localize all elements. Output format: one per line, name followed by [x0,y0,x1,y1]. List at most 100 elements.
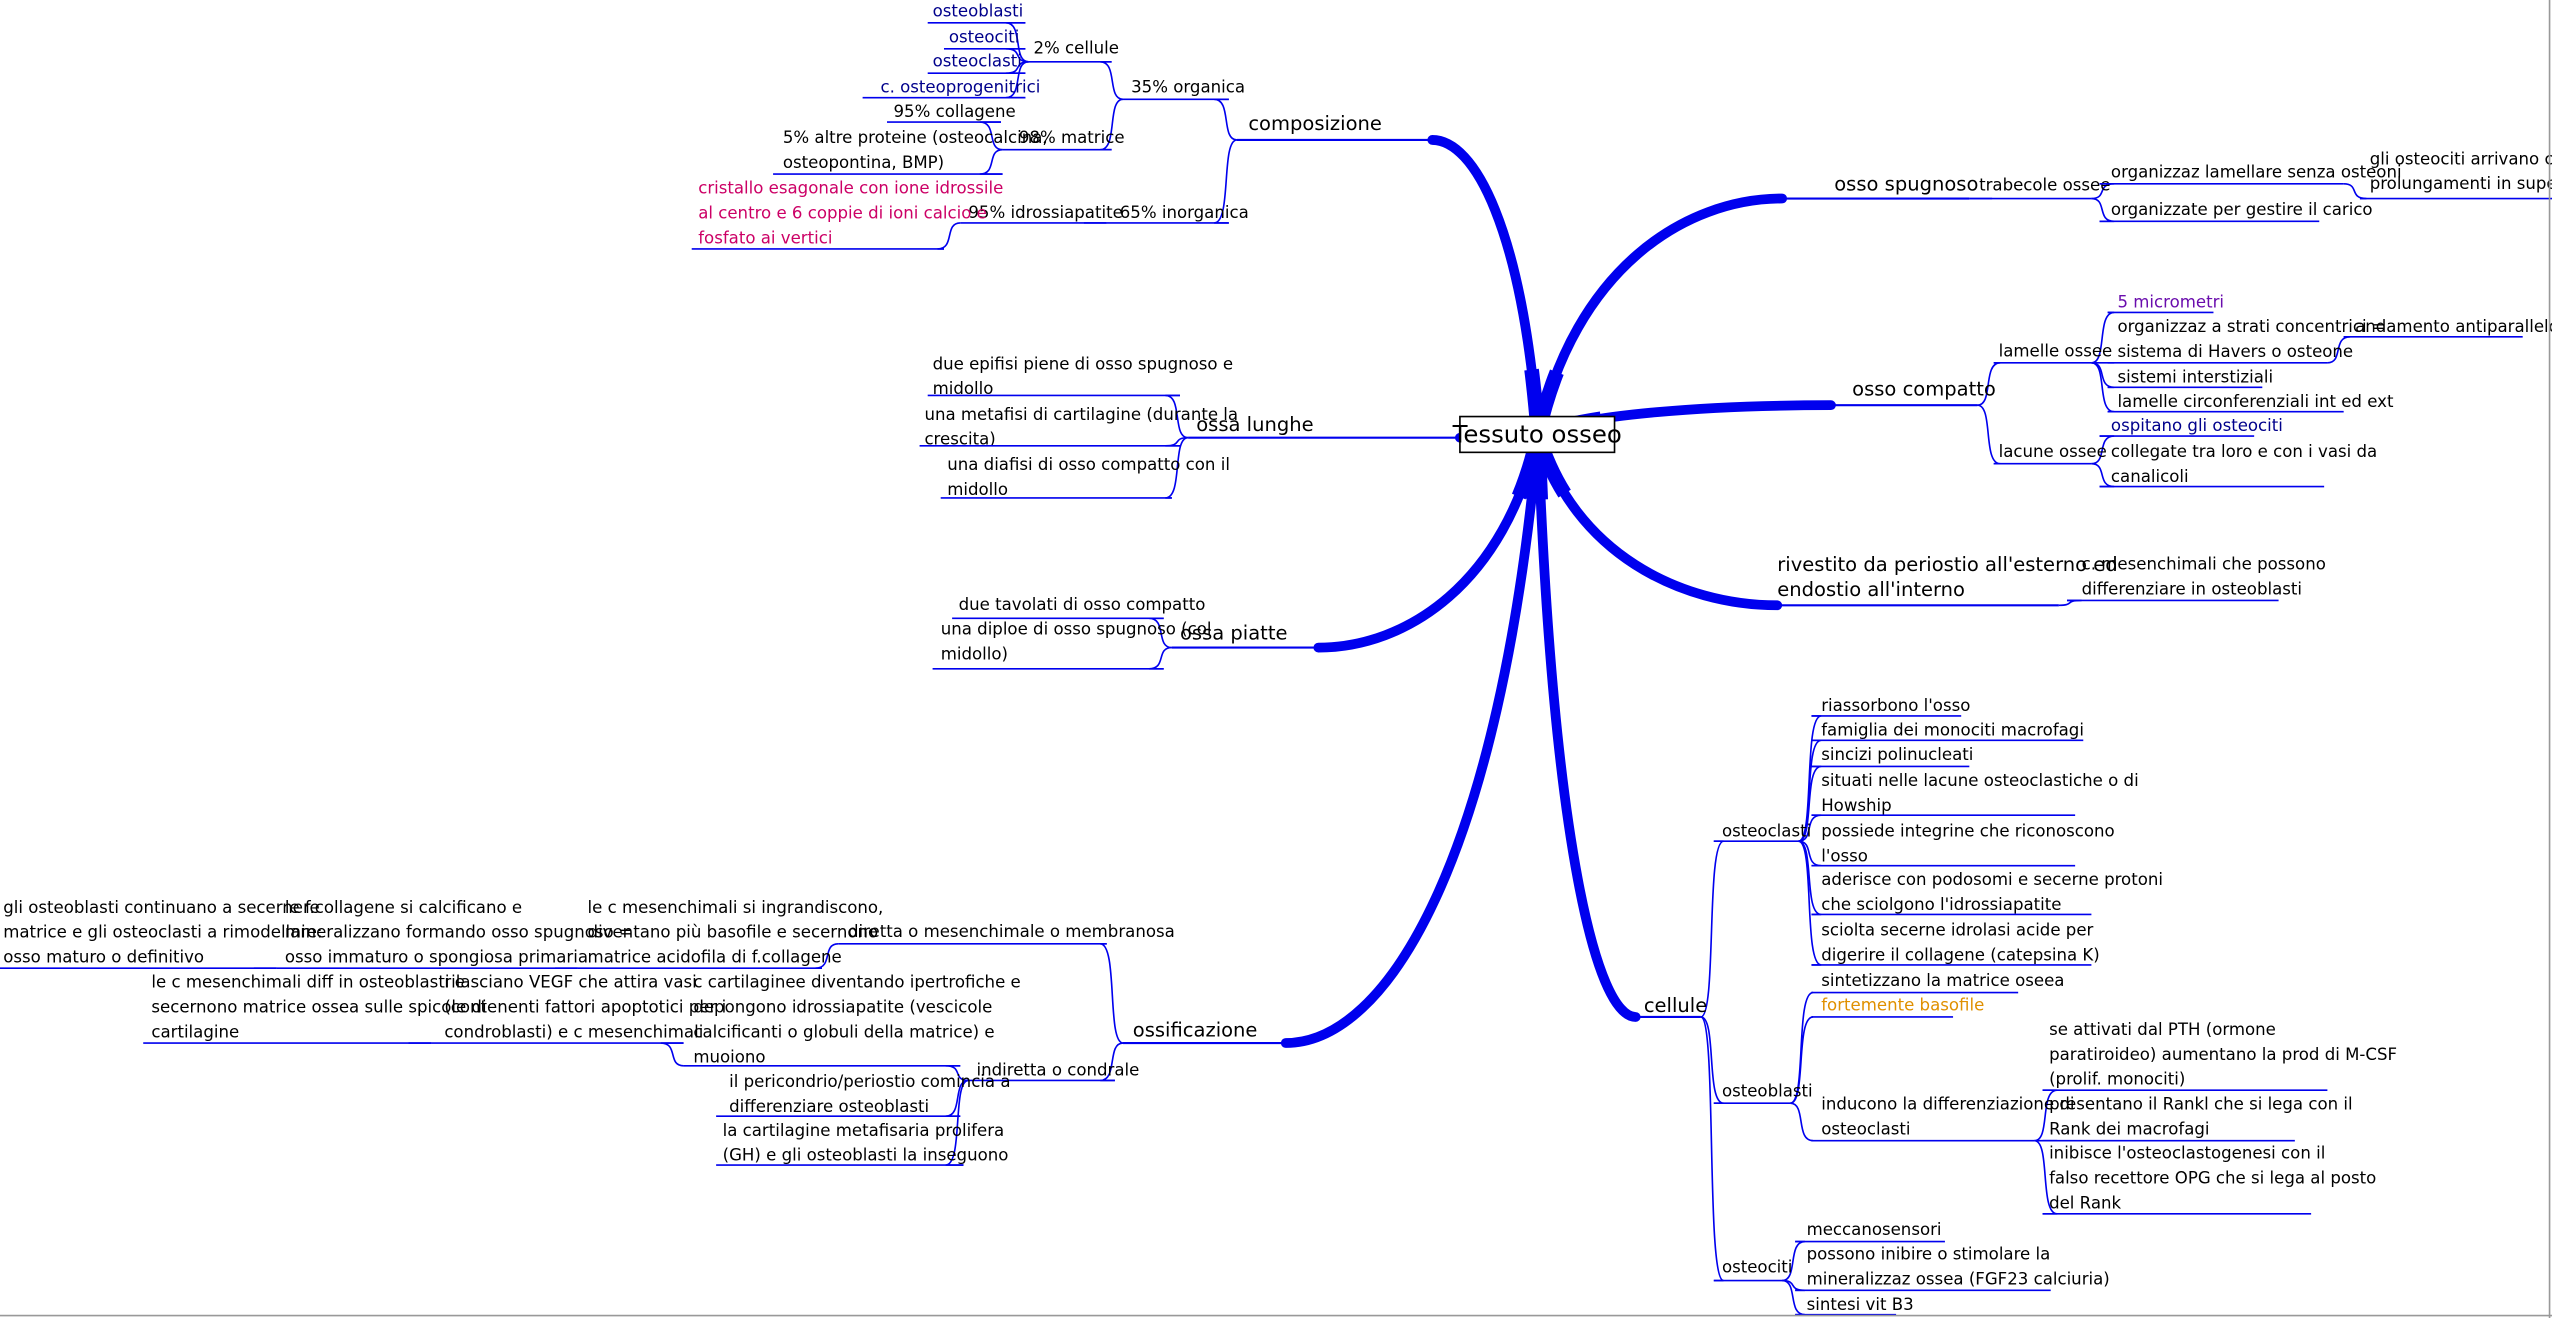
node-label: endostio all'interno [1777,578,1965,601]
node-label: osteoblasti [933,1,1024,20]
node-organica[interactable]: 35% organica [1123,78,1245,101]
node-riassorbono[interactable]: riassorbono l'osso [1811,696,1970,717]
node-lacune[interactable]: lacune ossee [1993,442,2107,465]
node-label: fortemente basofile [1821,995,1984,1014]
node-label: la cartilagine metafisaria prolifera [723,1121,1005,1140]
node-label: diventano più basofile e secernono [588,923,879,942]
node-osteoblasti[interactable]: osteoblasti [1713,1082,1813,1105]
node-sincizi[interactable]: sincizi polinucleati [1811,745,1973,768]
node-label: lamelle ossee [1999,341,2113,360]
node-label: differenziare in osteoblasti [2082,579,2302,598]
node-idrolasi[interactable]: sciolta secerne idrolasi acide perdigeri… [1811,921,2100,966]
node-trabecole[interactable]: trabecole ossee [1969,175,2110,200]
node-label: aderisce con podosomi e secerne protoni [1821,870,2163,889]
node-label: midollo [933,379,994,398]
node-metafisi[interactable]: una metafisi di cartilagine (durante lac… [919,405,1239,449]
node-c-osteoclasti[interactable]: osteoclasti [927,52,1026,75]
node-diafisi[interactable]: una diafisi di osso compatto con ilmidol… [940,455,1230,499]
node-label: se attivati dal PTH (ormone [2049,1020,2276,1039]
node-label: sistema di Havers o osteone [2117,342,2353,361]
node-epifisi[interactable]: due epifisi piene di osso spugnoso emido… [927,354,1233,398]
node-collegate[interactable]: collegate tra loro e con i vasi dacanali… [2099,442,2378,488]
node-piatte[interactable]: ossa piatte [1171,621,1319,649]
node-situati[interactable]: situati nelle lacune osteoclastiche o di… [1811,771,2139,817]
node-podosomi[interactable]: aderisce con podosomi e secerne protonic… [1811,870,2163,916]
node-indiretta[interactable]: indiretta o condrale [968,1061,1139,1082]
node-sintetizzano[interactable]: sintetizzano la matrice oseea [1811,971,2064,994]
node-meccanosensori[interactable]: meccanosensori [1795,1220,1945,1243]
node-fgf23[interactable]: possono inibire o stimolare lamineralizz… [1795,1244,2110,1292]
node-composizione[interactable]: composizione [1236,112,1433,141]
node-interstiziali[interactable]: sistemi interstiziali [2107,367,2273,389]
node-label: paratiroideo) aumentano la prod di M-CSF [2049,1045,2397,1064]
node-ospitano[interactable]: ospitano gli osteociti [2099,416,2283,437]
node-rankl[interactable]: presentano il Rankl che si lega con ilRa… [2042,1095,2353,1142]
node-label: del Rank [2049,1193,2121,1212]
node-ingrandiscono[interactable]: le c mesenchimali si ingrandiscono,diven… [577,898,884,969]
node-label: possono inibire o stimolare la [1807,1244,2051,1263]
node-compatto[interactable]: osso compatto [1830,377,1996,407]
node-pth[interactable]: se attivati dal PTH (ormone paratiroideo)… [2042,1020,2397,1092]
node-label: condroblasti) e c mesenchimali [444,1022,703,1041]
node-famiglia[interactable]: famiglia dei monociti macrofagi [1811,720,2084,742]
node-c-osteoblasti[interactable]: osteoblasti [927,1,1026,24]
node-cristallo[interactable]: cristallo esagonale con ione idrossileal… [691,179,1004,250]
node-ossificazione[interactable]: ossificazione [1123,1019,1286,1045]
node-spicole[interactable]: le c mesenchimali diff in osteoblasti es… [143,973,487,1044]
node-prolungamenti[interactable]: gli osteociti arrivano con iprolungament… [2359,149,2552,200]
node-label: canalicoli [2111,467,2189,486]
node-mesenchimali-riv[interactable]: c. mesenchimali che possonodifferenziare… [2066,555,2326,602]
central-node[interactable]: Tessuto osseo [1452,415,1622,454]
node-label: matrice acidofila di f.collagene [588,948,842,967]
node-label: organizzaz lamellare senza osteoni [2111,162,2402,181]
node-opg[interactable]: inibisce l'osteoclastogenesi con ilfalso… [2042,1144,2377,1215]
node-label: osso maturo o definitivo [3,948,204,967]
node-label: osteociti [1722,1257,1792,1276]
node-micrometri[interactable]: 5 micrometri [2107,293,2224,314]
node-c-progenitrici[interactable]: c. osteoprogenitrici [862,78,1041,99]
node-inducono[interactable]: inducono la differenziazione diosteoclas… [1811,1095,2075,1142]
node-label: osso compatto [1852,377,1996,400]
node-label: crescita) [924,430,995,449]
node-lamellare[interactable]: organizzaz lamellare senza osteoni [2099,162,2402,185]
node-inorganica[interactable]: 65% inorganica [1106,203,1249,224]
node-c-osteociti[interactable]: osteociti [943,27,1026,50]
node-vegf[interactable]: rilasciano VEGF che attira vasi(contenen… [431,973,726,1044]
node-spugnoso[interactable]: osso spugnoso [1782,172,1978,200]
main-branch [1427,135,1543,440]
node-label: lacune ossee [1999,442,2107,461]
node-diretta[interactable]: diretta o mesenchimale o membranosa [838,922,1175,945]
node-collagene[interactable]: 95% collagene [887,102,1016,123]
node-cellule[interactable]: cellule [1635,994,1708,1019]
node-circonferenziali[interactable]: lamelle circonferenziali int ed ext [2107,392,2394,413]
node-metafisaria[interactable]: la cartilagine metafisaria prolifera(GH)… [716,1121,1008,1166]
node-label: Rank dei macrofagi [2049,1120,2209,1139]
node-label: una diafisi di osso compatto con il [947,455,1230,474]
node-osteoclasti[interactable]: osteoclasti [1713,821,1811,843]
node-idrossiapatite[interactable]: 95% idrossiapatite [960,203,1123,224]
node-osteociti[interactable]: osteociti [1713,1257,1793,1282]
node-pericondrio[interactable]: il pericondrio/periostio comincia adiffe… [716,1072,1011,1118]
node-fcollagene[interactable]: le f.collagene si calcificano emineraliz… [276,898,633,969]
node-matrice[interactable]: 98% matrice [1002,128,1125,151]
node-vitb3[interactable]: sintesi vit B3 [1795,1295,1914,1316]
node-strati[interactable]: organizzaz a strati concentrici =sistema… [2107,317,2386,364]
node-tavolati[interactable]: due tavolati di osso compatto [952,595,1205,620]
node-rivestito[interactable]: rivestito da periostio all'esterno edend… [1777,553,2118,607]
node-lamelle[interactable]: lamelle ossee [1993,341,2113,364]
node-lunghe[interactable]: ossa lunghe [1188,413,1460,439]
node-label: 95% collagene [894,102,1016,121]
node-cellule-comp[interactable]: 2% cellule [1028,39,1119,63]
node-carico[interactable]: organizzate per gestire il carico [2099,200,2373,223]
node-label: falso recettore OPG che si lega al posto [2049,1168,2376,1187]
node-ipertrofiche[interactable]: c cartilaginee diventando ipertrofiche e… [683,973,1021,1067]
node-altre-proteine[interactable]: 5% altre proteine (osteocalcina,osteopon… [773,128,1048,175]
node-basofile[interactable]: fortemente basofile [1811,995,1984,1018]
node-antiparallelo[interactable]: andamento antiparallelo [2343,317,2552,338]
node-maturo[interactable]: gli osteoblasti continuano a secernerema… [0,898,323,969]
node-label: rivestito da periostio all'esterno ed [1777,553,2117,576]
